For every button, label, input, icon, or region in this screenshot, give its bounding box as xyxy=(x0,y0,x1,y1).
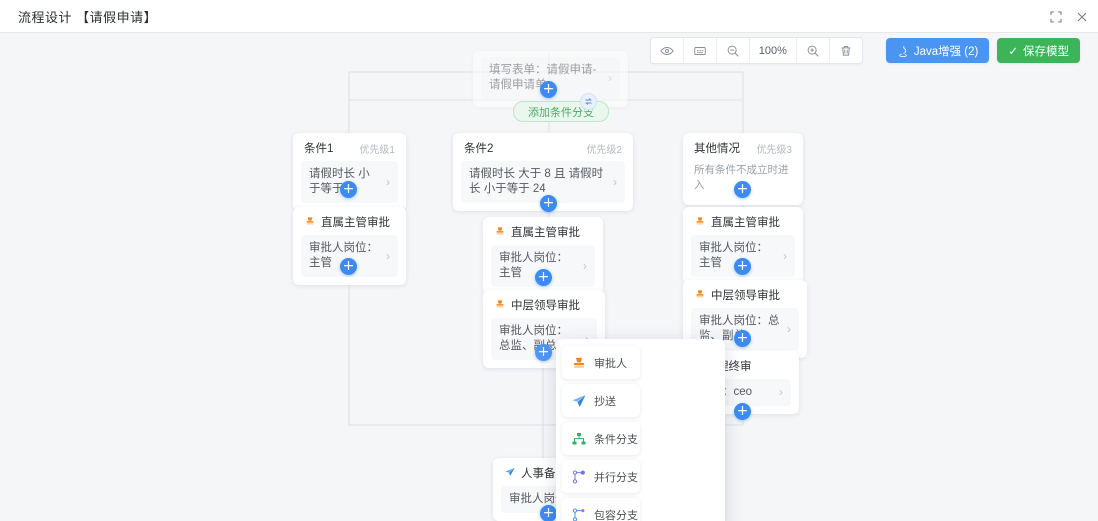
java-enhance-label: Java增强 (2) xyxy=(913,45,979,58)
save-check-icon: ✓ xyxy=(1008,45,1018,58)
form-preview-icon[interactable] xyxy=(683,38,717,63)
add-node-plus-right-1[interactable]: + xyxy=(734,258,751,275)
condition-branch-icon xyxy=(570,430,587,447)
chevron-right-icon: › xyxy=(585,332,589,347)
zoom-in-icon[interactable] xyxy=(796,38,830,63)
chevron-right-icon: › xyxy=(386,174,390,189)
zoom-level-value: 100% xyxy=(749,38,797,63)
branch-card-1[interactable]: 条件1 优先级1 请假时长 小于等于 8 › xyxy=(293,133,406,211)
add-node-plus-branch-2[interactable]: + xyxy=(540,195,557,212)
window-actions xyxy=(1049,0,1088,33)
branch-card-2-expression-row[interactable]: 请假时长 大于 8 且 请假时长 小于等于 24 › xyxy=(461,161,625,203)
picker-item-inclusive-branch-label: 包容分支 xyxy=(594,509,638,521)
chevron-right-icon: › xyxy=(386,248,390,263)
node-type-picker-popup[interactable]: 审批人 抄送 xyxy=(556,339,725,521)
stamp-icon xyxy=(694,215,706,230)
stamp-icon xyxy=(694,288,706,303)
branch-card-1-priority: 优先级1 xyxy=(359,144,395,156)
picker-item-parallel-branch-label: 并行分支 xyxy=(594,471,638,484)
flow-canvas[interactable]: 100% Java增强 (2) ✓ 保存模型 xyxy=(0,33,1098,521)
node-left-direct-supervisor-title: 直属主管审批 xyxy=(321,217,390,229)
node-mid-middle-manager-title: 中层领导审批 xyxy=(511,300,580,312)
chevron-right-icon: › xyxy=(583,258,587,273)
branch-card-3[interactable]: 其他情况 优先级3 所有条件不成立时进入 xyxy=(683,133,803,205)
add-node-plus-left-1[interactable]: + xyxy=(340,258,357,275)
chevron-right-icon: › xyxy=(779,385,783,399)
inclusive-branch-icon xyxy=(570,506,587,521)
node-hr-cc-title: 人事备案 xyxy=(521,468,567,480)
delete-trash-icon[interactable] xyxy=(829,38,862,63)
node-left-direct-supervisor[interactable]: 直属主管审批 审批人岗位：主管 › xyxy=(293,207,406,285)
add-node-plus-branch-3[interactable]: + xyxy=(734,181,751,198)
picker-item-cc[interactable]: 抄送 xyxy=(562,384,640,417)
add-node-plus-bottom[interactable]: + xyxy=(540,505,557,521)
stamp-icon xyxy=(570,354,587,371)
java-enhance-button[interactable]: Java增强 (2) xyxy=(885,38,990,63)
picker-item-cc-label: 抄送 xyxy=(594,395,616,408)
picker-item-approver[interactable]: 审批人 xyxy=(562,346,640,379)
node-right-direct-supervisor-title: 直属主管审批 xyxy=(711,217,780,229)
add-node-plus-mid-2-active[interactable]: + xyxy=(535,344,552,361)
page-title: 流程设计 【请假申请】 xyxy=(18,9,158,25)
branch-card-3-expression-row: 所有条件不成立时进入 xyxy=(691,161,795,197)
branch-card-2-expression: 请假时长 大于 8 且 请假时长 小于等于 24 xyxy=(469,168,604,195)
send-icon xyxy=(570,392,587,409)
stamp-icon xyxy=(494,298,506,313)
node-right-middle-manager-title: 中层领导审批 xyxy=(711,290,780,302)
branch-card-1-title: 条件1 xyxy=(304,143,334,155)
branch-card-2-title: 条件2 xyxy=(464,143,494,155)
branch-card-3-title: 其他情况 xyxy=(694,143,740,155)
add-node-plus-right-2[interactable]: + xyxy=(734,330,751,347)
toolbar-button-group[interactable]: 100% xyxy=(649,37,863,64)
add-node-plus-mid-1[interactable]: + xyxy=(535,269,552,286)
window-title-bar: 流程设计 【请假申请】 xyxy=(0,0,1098,33)
node-mid-direct-supervisor-title: 直属主管审批 xyxy=(511,227,580,239)
node-fill-form-label: 填写表单：请假申请-请假申请单 xyxy=(489,64,597,91)
picker-item-condition-branch[interactable]: 条件分支 xyxy=(562,422,640,455)
stamp-icon xyxy=(304,215,316,230)
branch-card-3-expression: 所有条件不成立时进入 xyxy=(694,164,789,191)
canvas-toolbar[interactable]: 100% Java增强 (2) ✓ 保存模型 xyxy=(649,37,1080,64)
chevron-right-icon: › xyxy=(787,321,791,336)
zoom-out-icon[interactable] xyxy=(716,38,750,63)
save-model-label: 保存模型 xyxy=(1023,45,1069,58)
chevron-right-icon: › xyxy=(783,248,787,263)
parallel-branch-icon xyxy=(570,468,587,485)
branch-card-3-priority: 优先级3 xyxy=(756,144,792,156)
send-icon xyxy=(504,466,516,481)
flow-graph: 填写表单：请假申请-请假申请单 › + 添加条件分支 条件1 优先级1 请假时长… xyxy=(0,33,1098,521)
swap-branch-icon[interactable] xyxy=(580,93,597,110)
picker-item-condition-branch-label: 条件分支 xyxy=(594,433,638,446)
add-node-plus-right-3[interactable]: + xyxy=(734,403,751,420)
fullscreen-icon[interactable] xyxy=(1049,10,1062,23)
close-icon[interactable] xyxy=(1075,10,1088,23)
add-node-plus-branch-1[interactable]: + xyxy=(340,181,357,198)
chevron-right-icon: › xyxy=(608,70,612,85)
picker-item-inclusive-branch[interactable]: 包容分支 xyxy=(562,498,640,521)
picker-item-parallel-branch[interactable]: 并行分支 xyxy=(562,460,640,493)
add-node-plus-top[interactable]: + xyxy=(540,81,557,98)
picker-item-approver-label: 审批人 xyxy=(594,357,627,370)
save-model-button[interactable]: ✓ 保存模型 xyxy=(997,38,1080,63)
stamp-icon xyxy=(494,225,506,240)
preview-eye-icon[interactable] xyxy=(650,38,684,63)
branch-card-2-priority: 优先级2 xyxy=(586,144,622,156)
chevron-right-icon: › xyxy=(613,174,617,189)
node-fill-form[interactable]: 填写表单：请假申请-请假申请单 › xyxy=(473,51,628,107)
